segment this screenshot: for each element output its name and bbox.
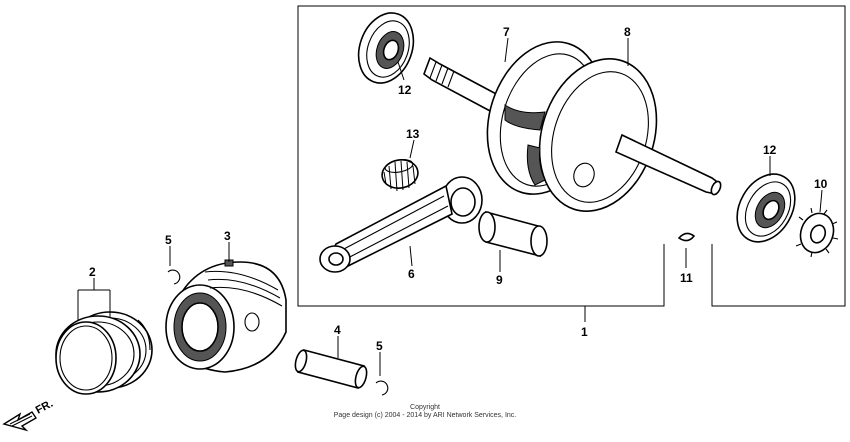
callout-10: 10 (814, 177, 828, 191)
callout-13: 13 (406, 127, 420, 141)
callout-7: 7 (503, 25, 510, 39)
callout-4: 4 (334, 323, 341, 337)
piston-pin (294, 349, 368, 389)
copyright-line2: Page design (c) 2004 - 2014 by ARI Netwo… (333, 412, 517, 419)
piston (165, 259, 287, 373)
callout-6: 6 (408, 267, 415, 281)
piston-rings (55, 311, 153, 395)
callout-2: 2 (89, 265, 96, 279)
piston-clip-lower (375, 380, 389, 396)
assembly-frame (297, 5, 846, 307)
leader-6 (409, 245, 413, 267)
crank-pin (478, 210, 548, 258)
callout-1: 1 (581, 325, 588, 339)
leader-7 (504, 37, 509, 63)
callout-11: 11 (680, 271, 693, 285)
timing-gear (795, 207, 839, 258)
copyright-line1: Copyright (410, 404, 440, 411)
bearing-right (736, 173, 796, 243)
callout-3: 3 (224, 229, 231, 243)
callout-5a: 5 (165, 233, 172, 247)
bearing-top-left (357, 12, 415, 84)
callout-8: 8 (624, 25, 631, 39)
woodruff-key (677, 232, 696, 242)
callout-12b: 12 (763, 143, 777, 157)
callout-12a: 12 (398, 83, 412, 97)
callout-9: 9 (496, 273, 503, 287)
crankshaft-left-shaft (423, 56, 502, 114)
leader-12a (397, 61, 405, 81)
piston-clip-upper (167, 269, 181, 285)
connecting-rod (319, 176, 483, 273)
front-direction-arrow (2, 411, 37, 432)
callout-5b: 5 (376, 339, 383, 353)
leader-10 (819, 189, 823, 213)
leader-13 (409, 139, 415, 159)
needle-bearing (381, 159, 419, 192)
crankshaft-right-shaft (614, 133, 722, 196)
